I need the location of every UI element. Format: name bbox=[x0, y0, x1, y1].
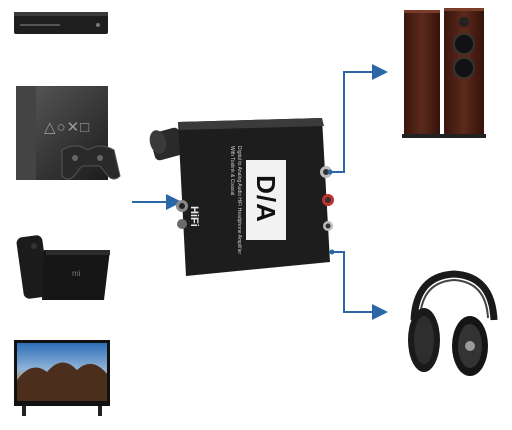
description-line-2: With Toslink & Coaxial bbox=[229, 146, 235, 196]
svg-text:mi: mi bbox=[72, 269, 81, 278]
da-logo: D/A bbox=[251, 159, 281, 239]
rca-output-jacks bbox=[320, 166, 334, 231]
television-icon bbox=[14, 340, 110, 416]
output-arrows bbox=[327, 64, 388, 320]
svg-text:△○✕□: △○✕□ bbox=[44, 119, 90, 136]
game-console-icon: △○✕□ bbox=[16, 86, 121, 180]
converter-description: Digital to Analog Audio HiFi Headphone A… bbox=[228, 146, 242, 256]
description-line-1: Digital to Analog Audio HiFi Headphone A… bbox=[236, 146, 242, 255]
tv-box-icon: mi bbox=[16, 235, 110, 300]
da-logo-plate bbox=[246, 160, 286, 240]
headphones-icon bbox=[408, 270, 498, 376]
speakers-icon bbox=[402, 8, 486, 138]
da-logo-text: D/A bbox=[251, 175, 281, 223]
hifi-text: HiFi bbox=[188, 206, 200, 227]
hifi-label: HiFi bbox=[188, 206, 200, 227]
dac-converter bbox=[149, 118, 334, 276]
blu-ray-player-icon bbox=[14, 12, 108, 34]
